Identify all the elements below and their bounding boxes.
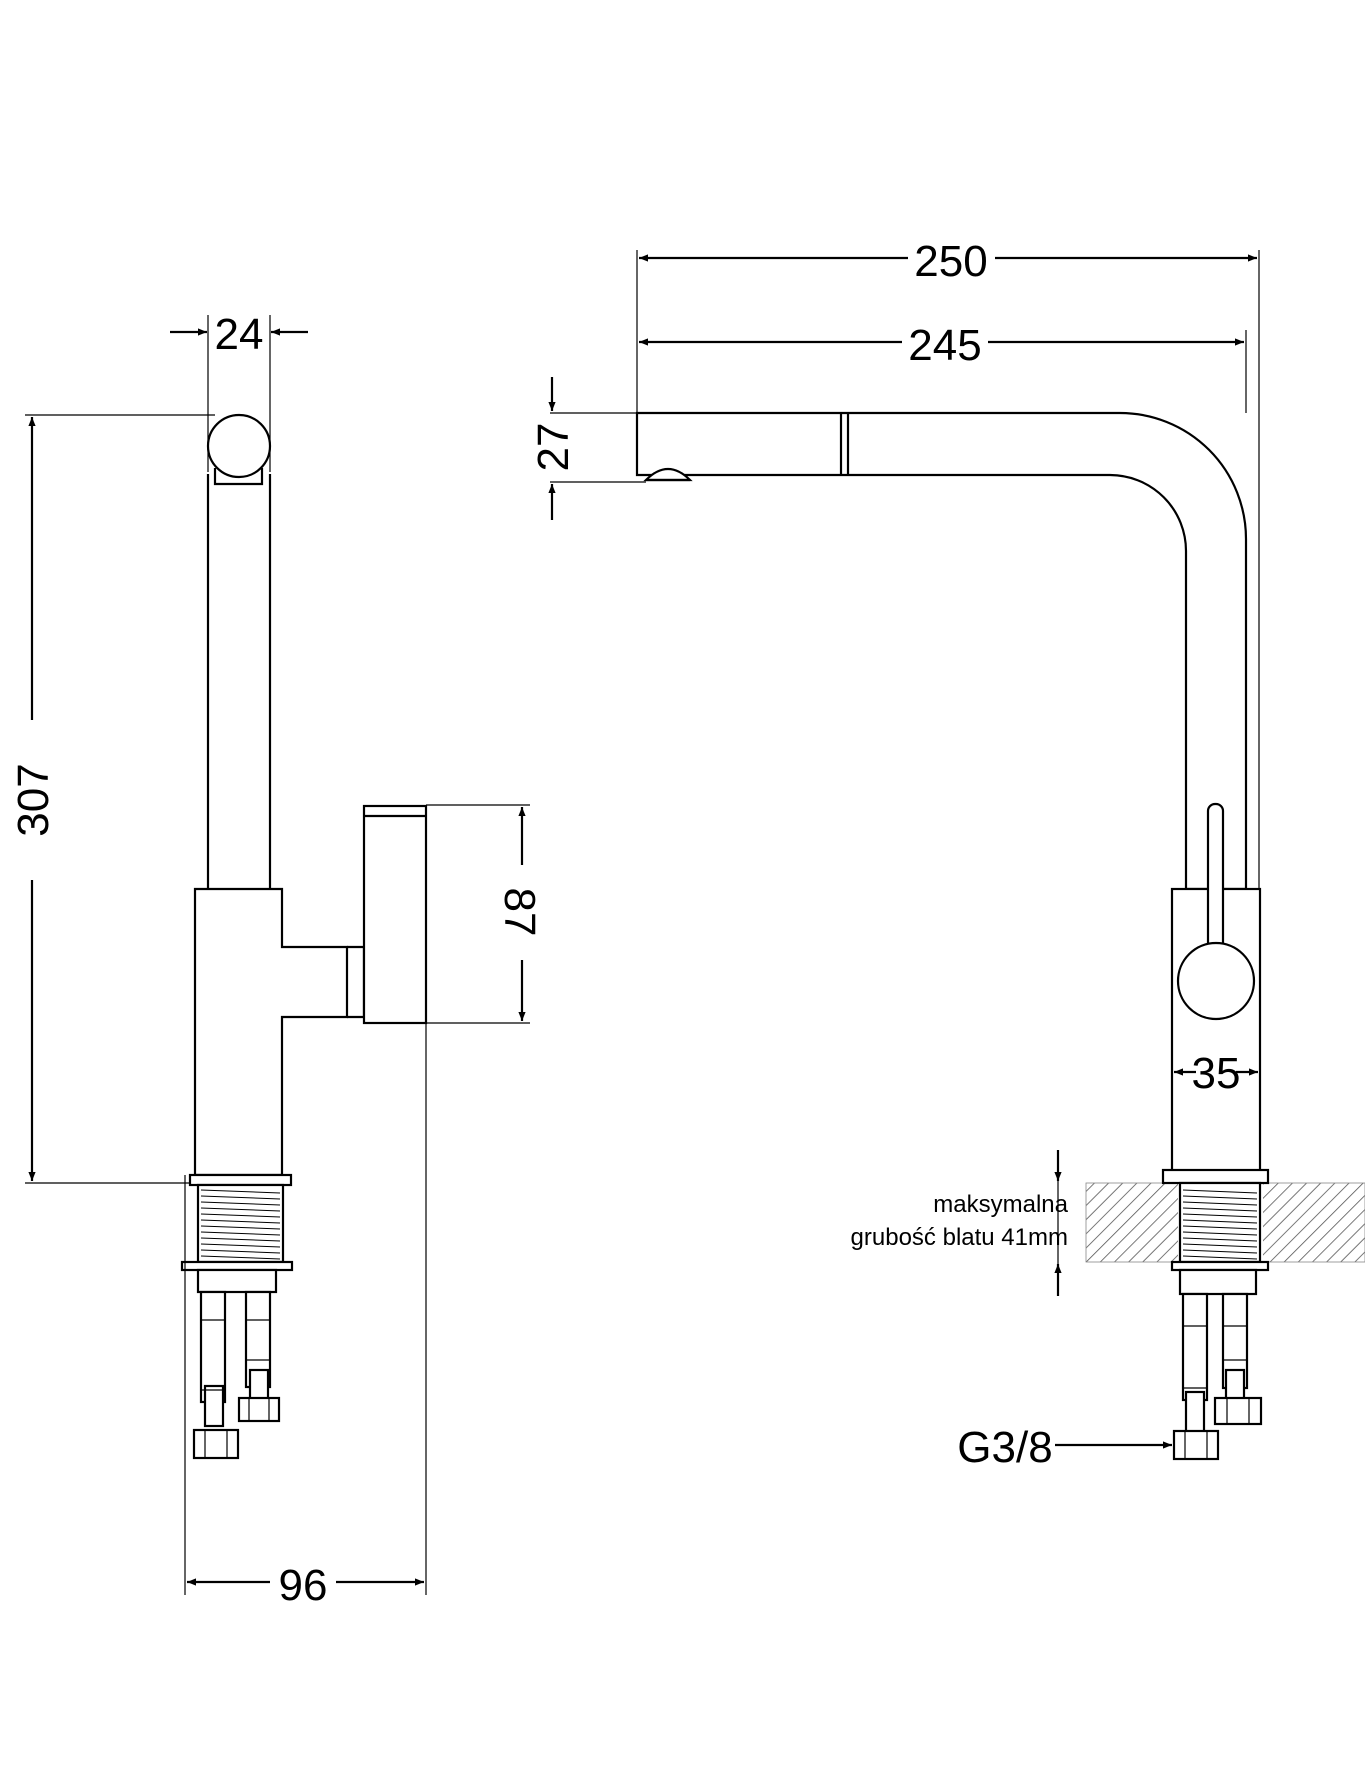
front-lever	[1206, 802, 1225, 956]
dim-total-reach: 250	[639, 237, 1257, 286]
side-body	[193, 804, 428, 1177]
front-body	[1161, 802, 1270, 1185]
thread-line	[1182, 1195, 1258, 1200]
dim-body-width-label: 35	[1192, 1049, 1241, 1098]
dim-spout-reach: 245	[639, 321, 1244, 370]
front-nut-1	[1213, 1396, 1263, 1426]
dim-depth-label: 96	[279, 1561, 328, 1610]
front-mount	[1170, 1181, 1270, 1461]
connection-label: G3/8	[957, 1423, 1052, 1472]
thread-line	[200, 1231, 281, 1236]
side-nut-1	[237, 1396, 281, 1423]
thread-line	[200, 1243, 281, 1248]
thread-line	[1182, 1207, 1258, 1212]
thread-line	[1182, 1255, 1258, 1260]
dim-body-width: 35	[1174, 1049, 1258, 1098]
thread-line	[1182, 1213, 1258, 1218]
front-nut-2	[1172, 1429, 1220, 1461]
thread-line	[200, 1225, 281, 1230]
side-spout	[206, 413, 272, 889]
thread-line	[1182, 1189, 1258, 1194]
front-view: 250 245 27 35 maksymalna grubość blatu 4…	[529, 237, 1365, 1472]
thread-line	[1182, 1219, 1258, 1224]
dim-handle-height: 87	[495, 807, 544, 1021]
side-handle	[362, 804, 428, 1025]
dim-spout-reach-label: 245	[908, 321, 981, 370]
connection-callout: G3/8	[957, 1423, 1172, 1472]
dim-total-reach-label: 250	[914, 237, 987, 286]
dim-height-label: 307	[9, 763, 58, 836]
thread-line	[200, 1189, 281, 1194]
thread-line	[200, 1213, 281, 1218]
front-spout	[635, 411, 1248, 891]
note-line-2: grubość blatu 41mm	[851, 1224, 1068, 1251]
dim-height: 307	[9, 417, 58, 1181]
countertop-note: maksymalna grubość blatu 41mm	[851, 1150, 1069, 1296]
dim-spout-width: 24	[170, 310, 308, 359]
thread-line	[200, 1237, 281, 1242]
thread-line	[1182, 1231, 1258, 1236]
thread-line	[1182, 1243, 1258, 1248]
thread-line	[1182, 1249, 1258, 1254]
thread-line	[1182, 1237, 1258, 1242]
dim-depth: 96	[187, 1561, 424, 1610]
front-extension-lines	[550, 250, 1260, 889]
thread-line	[200, 1207, 281, 1212]
thread-line	[200, 1255, 281, 1260]
thread-line	[200, 1249, 281, 1254]
side-mount	[180, 1173, 294, 1460]
side-view: 24 307 87 96	[9, 310, 544, 1610]
thread-line	[200, 1219, 281, 1224]
thread-line	[1182, 1225, 1258, 1230]
thread-line	[1182, 1201, 1258, 1206]
dim-handle-height-label: 87	[495, 888, 544, 937]
dim-spout-height-label: 27	[529, 423, 578, 472]
thread-line	[200, 1195, 281, 1200]
dim-spout-height: 27	[529, 377, 578, 520]
side-extension-lines	[25, 315, 530, 1595]
thread-line	[200, 1201, 281, 1206]
dim-spout-width-label: 24	[215, 310, 264, 359]
side-nut-2	[192, 1428, 240, 1460]
note-line-1: maksymalna	[933, 1191, 1068, 1218]
